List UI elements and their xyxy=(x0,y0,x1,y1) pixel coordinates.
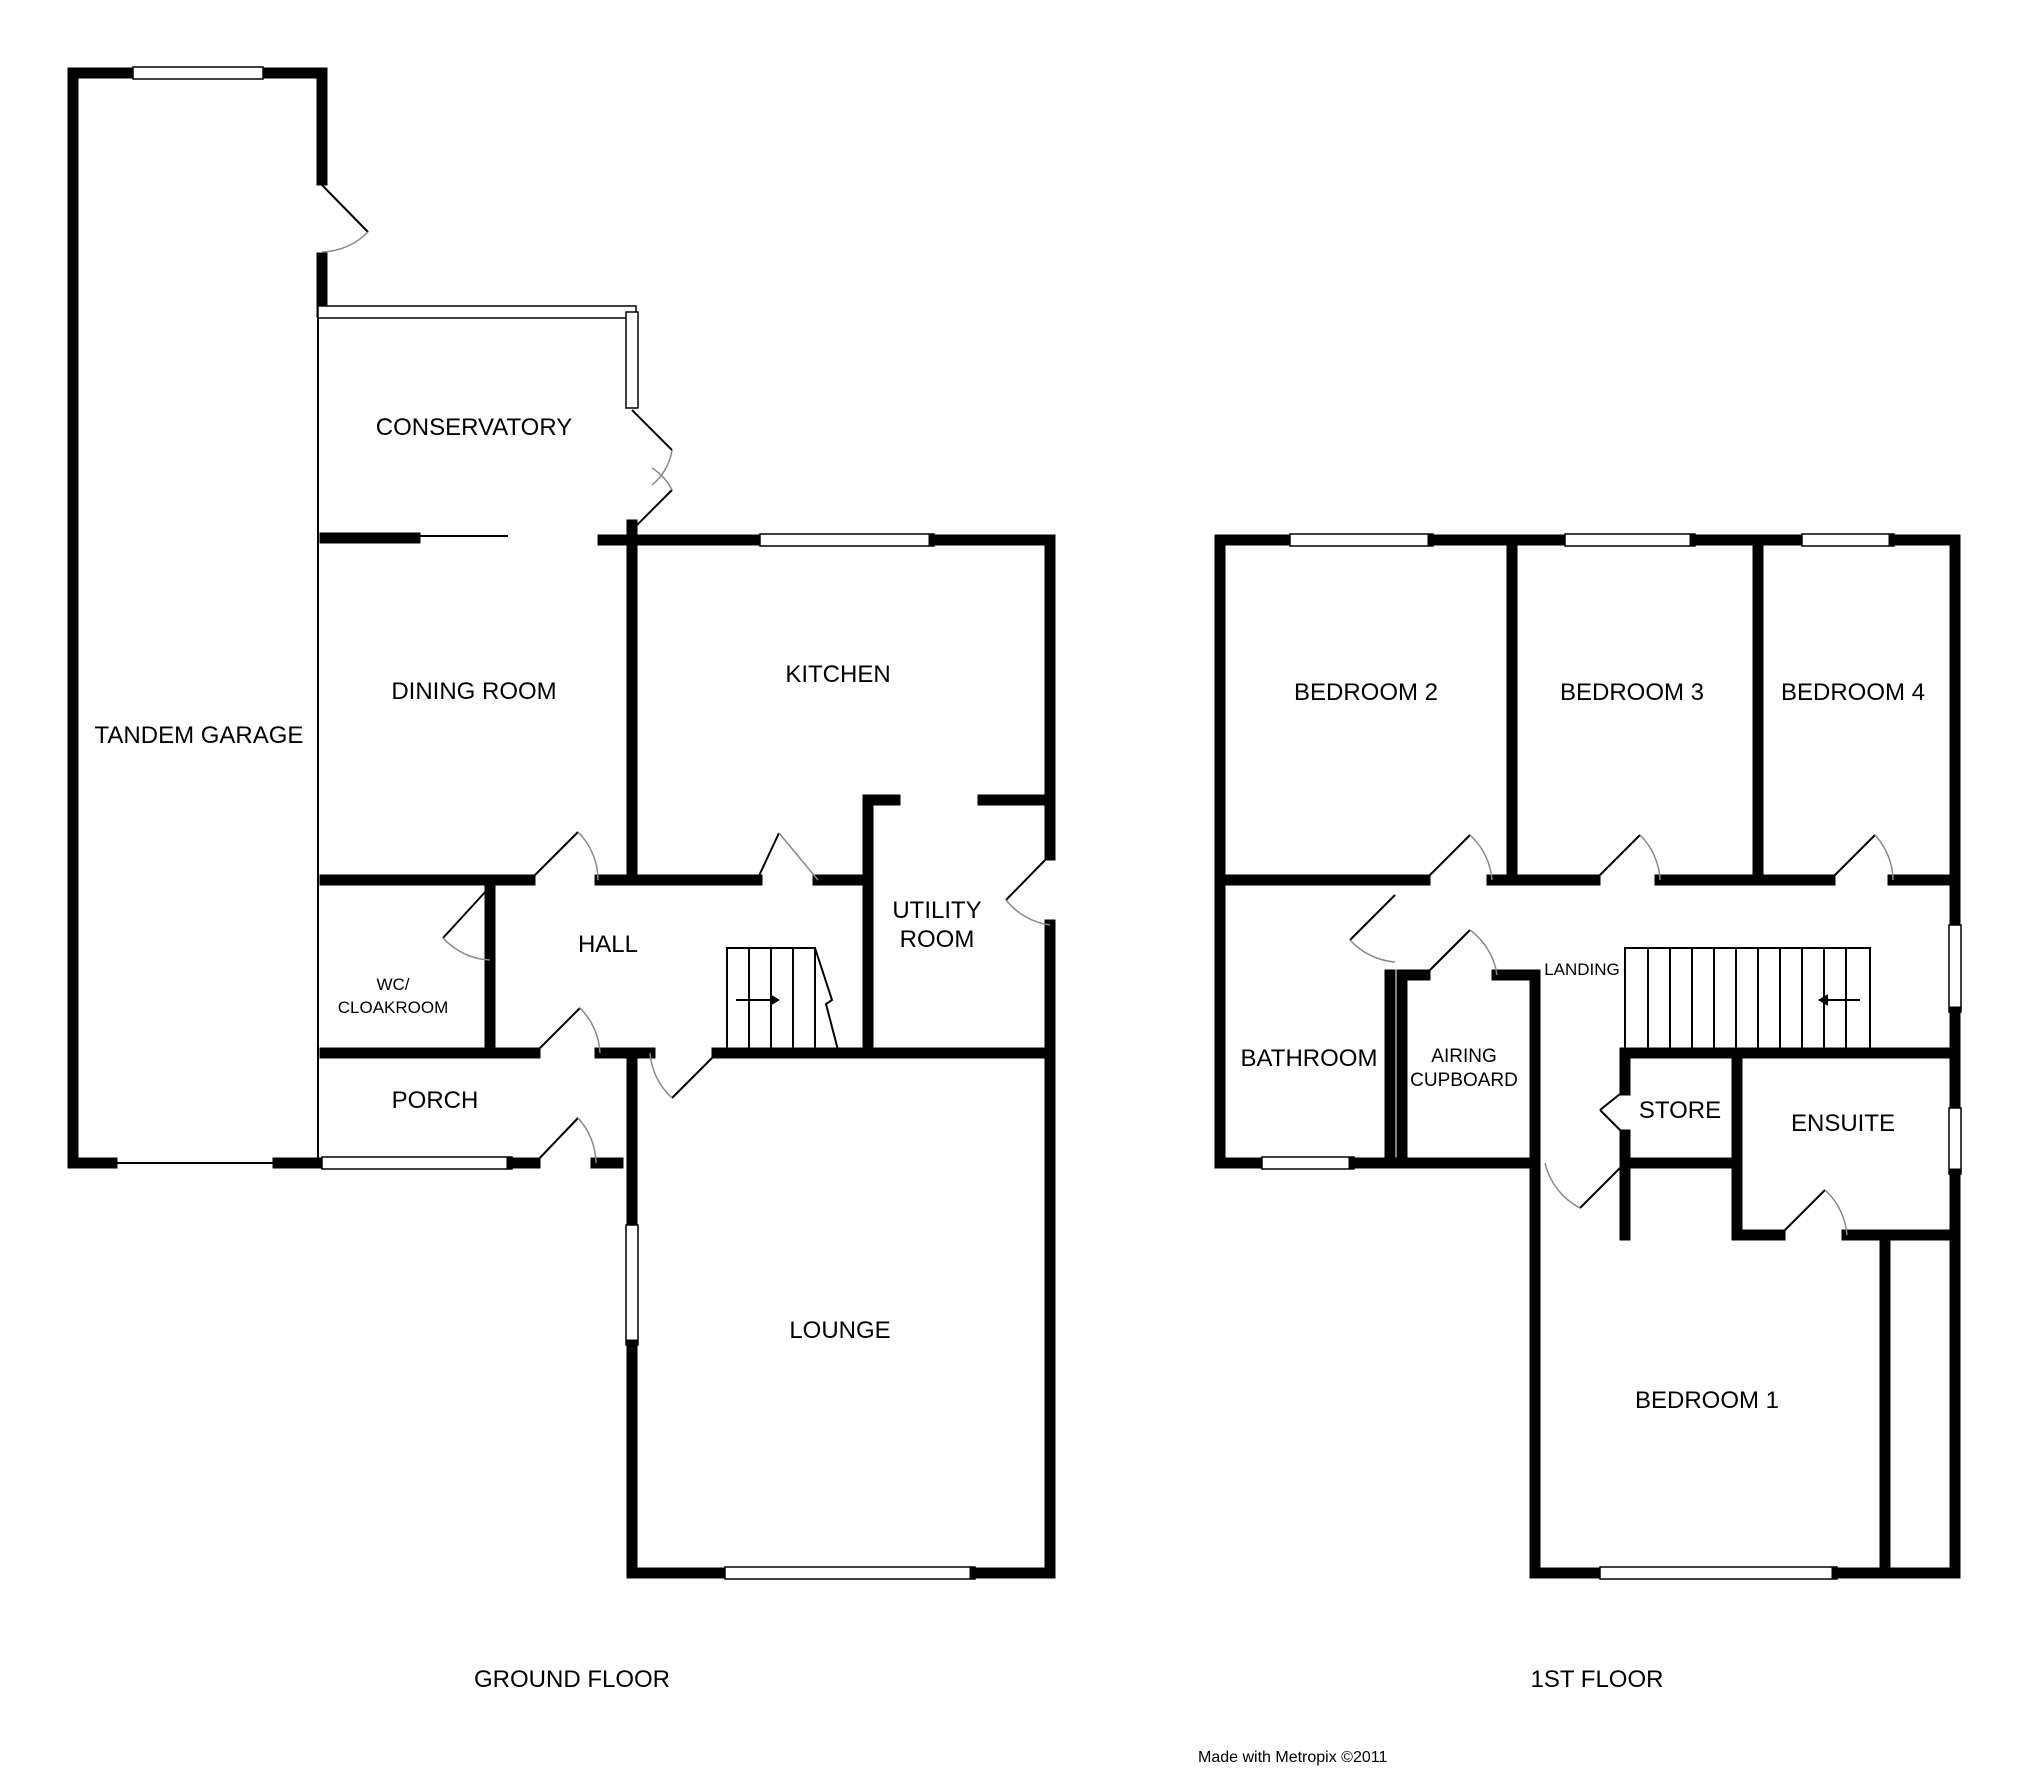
kitchen-label: KITCHEN xyxy=(785,661,890,688)
ground-labels: TANDEM GARAGE CONSERVATORY DINING ROOM K… xyxy=(95,414,982,1693)
bedroom-2-window xyxy=(1289,533,1434,547)
first-floor-plan: BEDROOM 2 BEDROOM 3 BEDROOM 4 BATHROOM A… xyxy=(1214,533,1962,1693)
porch-label: PORCH xyxy=(392,1087,479,1114)
wc-label-line1: WC/ xyxy=(376,975,409,994)
lounge-window xyxy=(724,1566,976,1580)
airing-cupboard-label-line1: AIRING xyxy=(1431,1046,1496,1067)
utility-room-label-line1: UTILITY xyxy=(892,897,981,924)
ensuite-window xyxy=(1948,1107,1962,1175)
bedroom-1-window xyxy=(1599,1566,1838,1580)
dining-room-label: DINING ROOM xyxy=(391,678,556,705)
conservatory-top-window xyxy=(317,305,637,319)
bedroom-4-window xyxy=(1801,533,1895,547)
first-floor-walls xyxy=(1214,533,1962,1580)
main-house-walls xyxy=(319,533,1056,1580)
conservatory-french-doors xyxy=(631,409,673,531)
utility-room-label-line2: ROOM xyxy=(900,926,975,953)
store-label: STORE xyxy=(1639,1097,1721,1124)
garage-window xyxy=(132,66,264,80)
first-floor-labels: BEDROOM 2 BEDROOM 3 BEDROOM 4 BATHROOM A… xyxy=(1241,679,1925,1693)
first-floor-stairs xyxy=(1624,947,1871,1051)
tandem-garage-label: TANDEM GARAGE xyxy=(95,722,304,749)
bathroom-window xyxy=(1261,1156,1355,1170)
airing-cupboard-label-line2: CUPBOARD xyxy=(1410,1070,1518,1091)
bathroom-label: BATHROOM xyxy=(1241,1045,1378,1072)
metropix-credit: Made with Metropix ©2011 xyxy=(1198,1749,1387,1766)
hall-label: HALL xyxy=(578,931,638,958)
conservatory-label: CONSERVATORY xyxy=(376,414,573,441)
ground-stairs xyxy=(726,947,839,1051)
bedroom-4-label: BEDROOM 4 xyxy=(1781,679,1925,706)
lounge-side-window xyxy=(625,1224,639,1346)
first-floor-doors xyxy=(1349,834,1894,1236)
bedroom-1-label: BEDROOM 1 xyxy=(1635,1387,1779,1414)
ground-floor-plan: TANDEM GARAGE CONSERVATORY DINING ROOM K… xyxy=(67,66,1056,1693)
bedroom-3-label: BEDROOM 3 xyxy=(1560,679,1704,706)
garage-side-door xyxy=(321,184,369,253)
tandem-garage-walls xyxy=(67,66,369,1169)
conservatory-side-window xyxy=(625,311,639,409)
bedroom-2-label: BEDROOM 2 xyxy=(1294,679,1438,706)
wc-label-line2: CLOAKROOM xyxy=(338,998,449,1017)
landing-window xyxy=(1948,924,1962,1013)
landing-label: LANDING xyxy=(1544,960,1620,979)
kitchen-window xyxy=(759,533,935,547)
first-floor-title: 1ST FLOOR xyxy=(1531,1666,1664,1693)
porch-window xyxy=(321,1156,513,1170)
ground-floor-title: GROUND FLOOR xyxy=(474,1666,670,1693)
bedroom-3-window xyxy=(1564,533,1696,547)
ensuite-label: ENSUITE xyxy=(1791,1110,1895,1137)
ground-doors xyxy=(442,831,1051,1164)
lounge-label: LOUNGE xyxy=(789,1317,890,1344)
